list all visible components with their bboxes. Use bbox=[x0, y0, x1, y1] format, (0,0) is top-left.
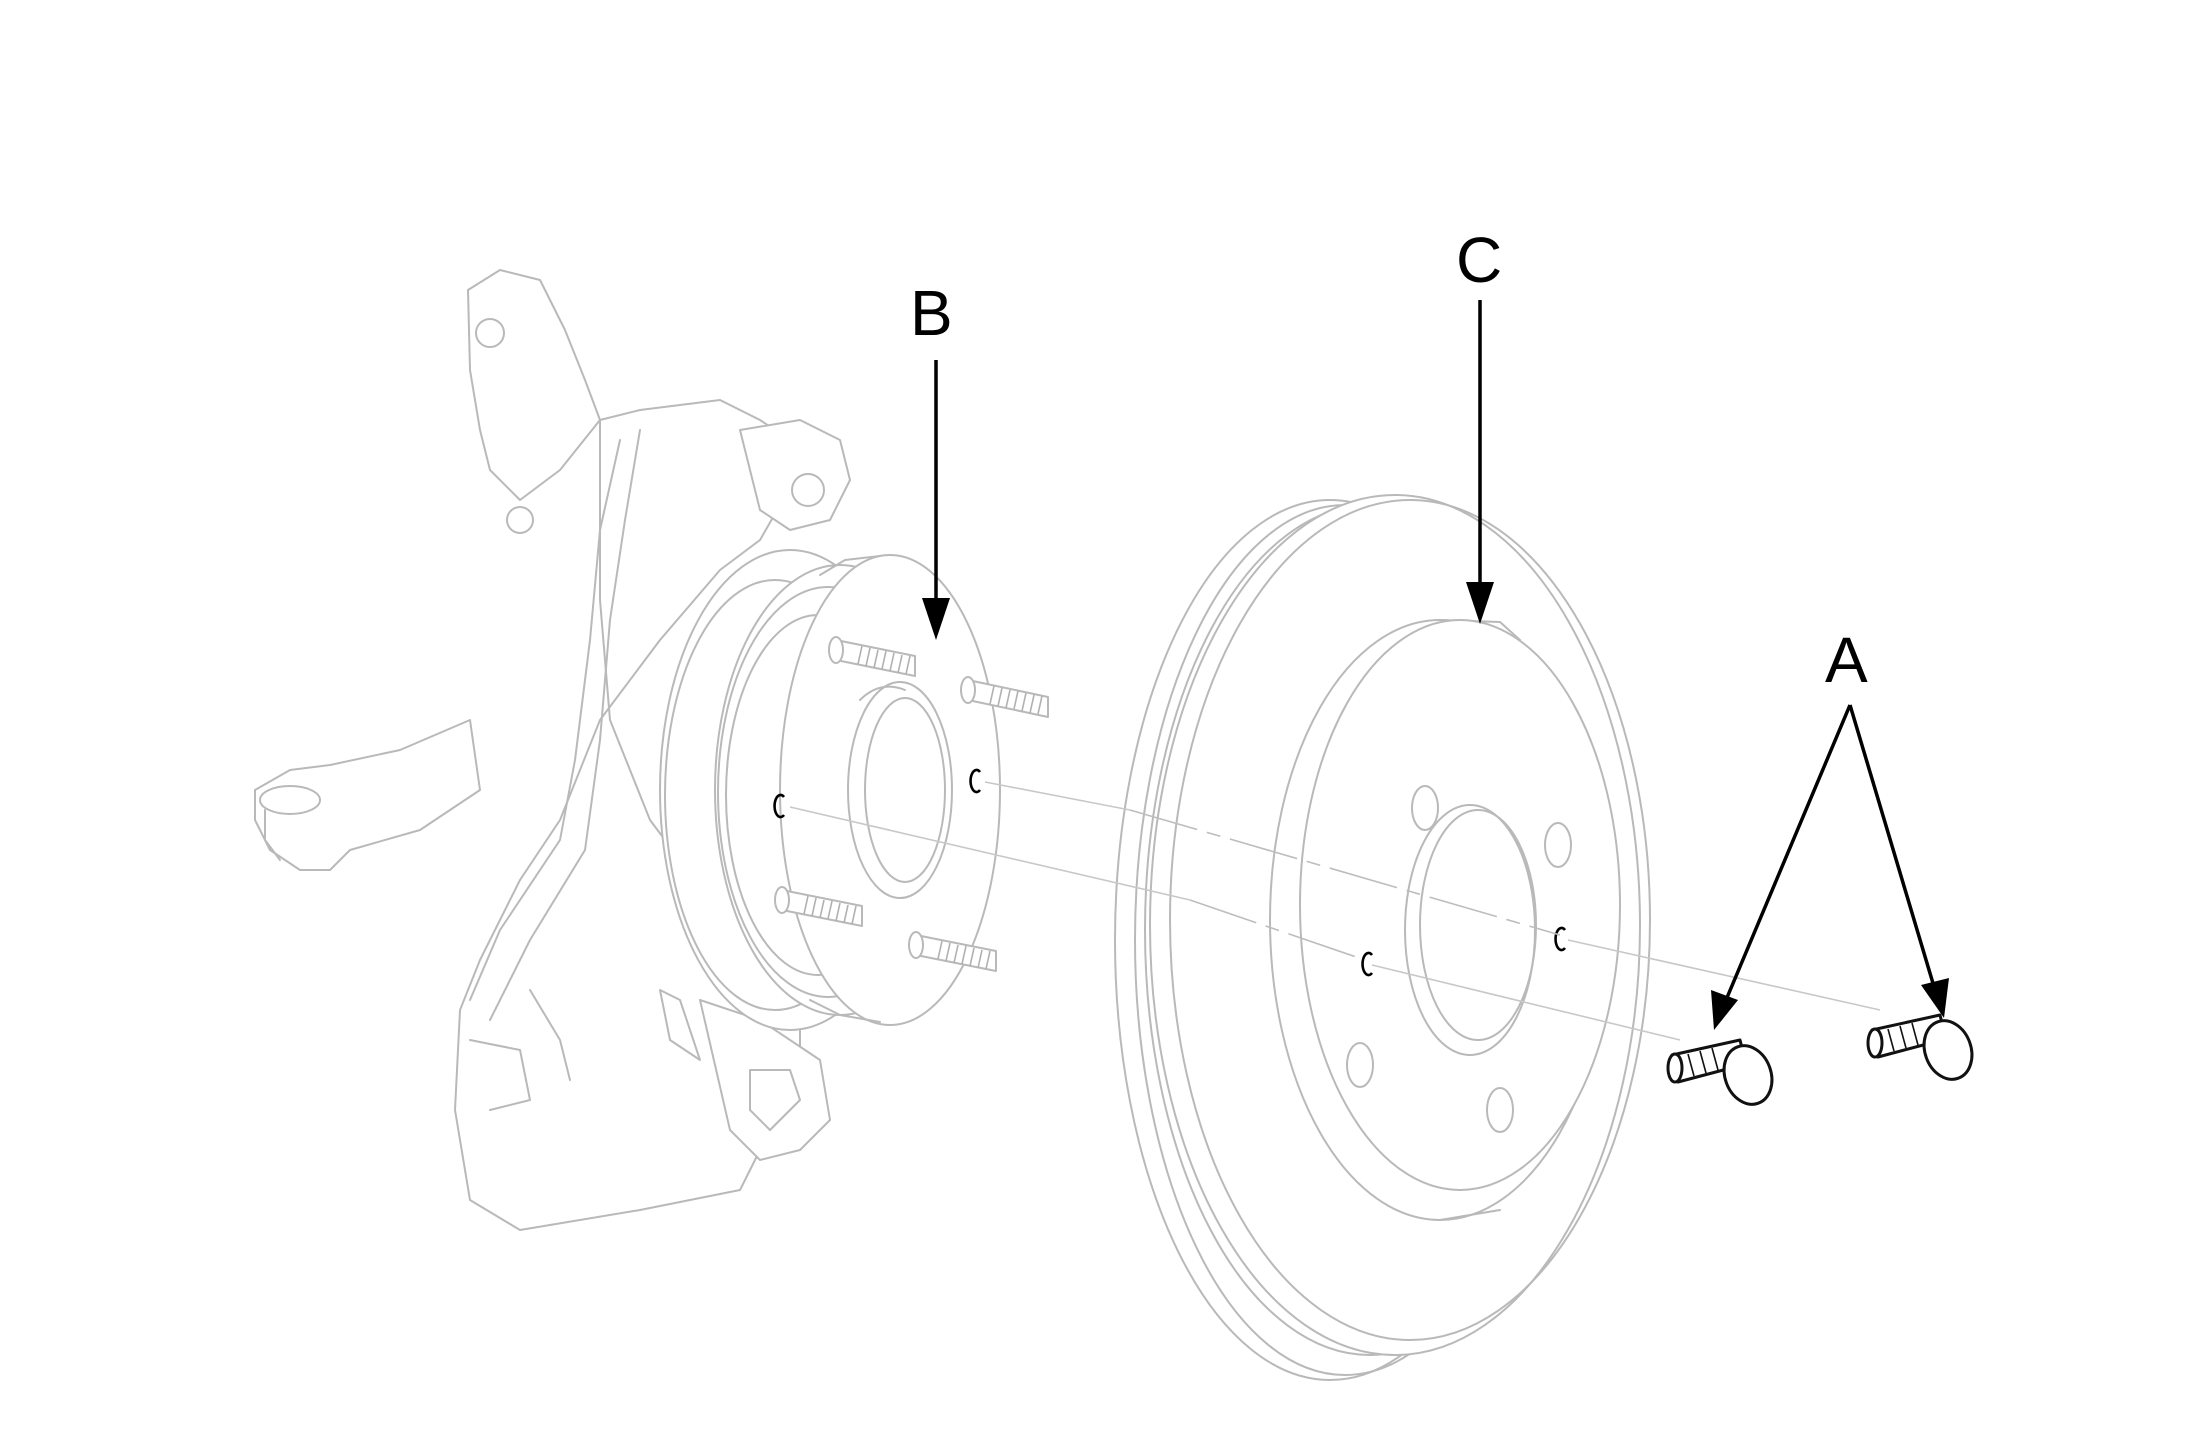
wheel-stud-upper-right bbox=[960, 676, 1049, 718]
hub-screw-hole-right bbox=[969, 768, 982, 794]
callout-arrows-a bbox=[1711, 704, 1949, 1030]
disc-screw-hole-left bbox=[1361, 951, 1374, 977]
callout-arrow-c bbox=[1466, 300, 1494, 624]
label-b: B bbox=[910, 277, 953, 349]
wheel-stud-upper-left bbox=[828, 636, 916, 677]
hub-screw-hole-left bbox=[773, 793, 786, 819]
disc-screw-left bbox=[1666, 1038, 1774, 1106]
alignment-lines bbox=[789, 781, 1881, 1041]
disc-screw-hole-right bbox=[1554, 926, 1567, 952]
steering-knuckle bbox=[254, 269, 851, 1231]
label-a: A bbox=[1825, 624, 1868, 696]
label-c: C bbox=[1456, 224, 1502, 296]
brake-disc bbox=[1114, 494, 1651, 1381]
wheel-stud-lower-left bbox=[774, 886, 863, 927]
disc-screw-right bbox=[1866, 1013, 1974, 1081]
callout-arrow-b bbox=[922, 360, 950, 640]
wheel-stud-lower-right bbox=[908, 931, 997, 972]
wheel-hub bbox=[659, 549, 1049, 1031]
